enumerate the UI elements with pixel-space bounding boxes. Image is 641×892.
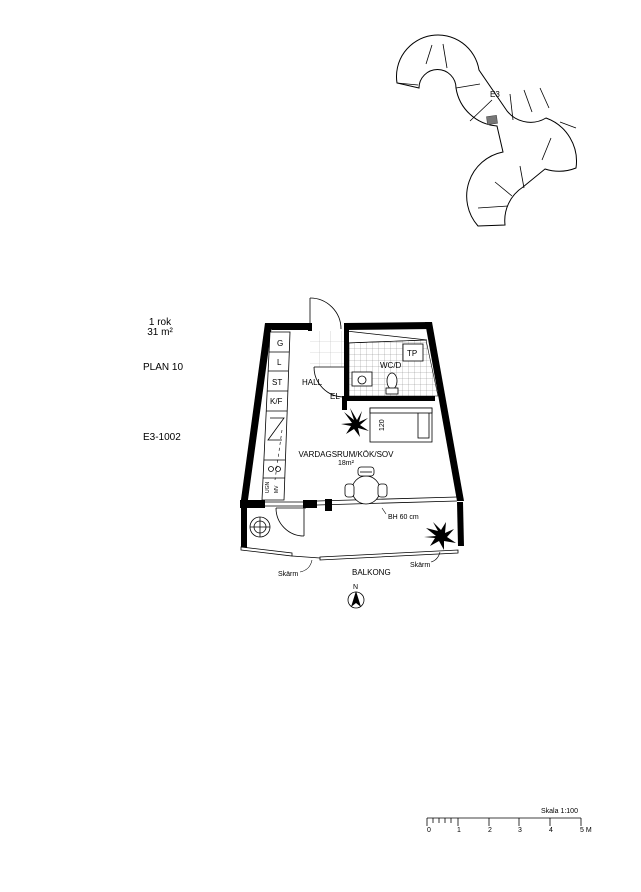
compass-north-label: N bbox=[353, 584, 358, 591]
tp-box bbox=[402, 343, 424, 362]
apartment-type: 1 rok bbox=[148, 317, 172, 328]
scale-tick-2: 2 bbox=[488, 827, 492, 834]
site-key-building-outline bbox=[396, 34, 577, 227]
interior-walls bbox=[342, 325, 435, 410]
hall-floor-tiles bbox=[310, 331, 344, 367]
scale-tick-0: 0 bbox=[427, 827, 431, 834]
room-label-balcony: BALKONG bbox=[352, 568, 391, 577]
kitchen-column bbox=[261, 331, 291, 501]
hall-door[interactable] bbox=[313, 366, 345, 398]
room-label-wc: WC/D bbox=[380, 361, 402, 370]
sill-height-label: BH 60 cm bbox=[388, 514, 419, 521]
kitchen-label-st: ST bbox=[272, 378, 282, 387]
site-key-unit-marker bbox=[486, 115, 498, 125]
scale-bar bbox=[426, 817, 582, 826]
site-key-segment-lines bbox=[396, 43, 577, 209]
screen-label-left: Skärm bbox=[278, 571, 298, 578]
room-label-living: VARDAGSRUM/KÖK/SOV bbox=[299, 450, 395, 459]
kitchen-label-l: L bbox=[277, 358, 282, 367]
room-label-el: EL bbox=[330, 392, 340, 401]
kitchen-label-mv: MV bbox=[274, 485, 280, 493]
balcony-plant-icon bbox=[424, 522, 456, 550]
balcony-table bbox=[249, 516, 271, 538]
room-label-hall: HALL bbox=[302, 378, 323, 387]
plant-icon bbox=[341, 408, 369, 437]
site-key bbox=[396, 34, 577, 227]
floor-label: PLAN 10 bbox=[143, 362, 184, 373]
kitchen-label-g: G bbox=[277, 339, 283, 348]
exterior-walls bbox=[240, 322, 464, 511]
scale-title: Skala 1:100 bbox=[541, 808, 578, 815]
screen-label-right: Skärm bbox=[410, 562, 430, 569]
kitchen-label-ugn: UGN bbox=[265, 482, 271, 494]
kitchen-label-kf: K/F bbox=[270, 397, 283, 406]
scale-tick-4: 4 bbox=[549, 827, 553, 834]
bed bbox=[369, 407, 433, 443]
wc-fixtures bbox=[351, 371, 399, 395]
scale-tick-1: 1 bbox=[457, 827, 461, 834]
scale-tick-5: 5 M bbox=[580, 827, 592, 834]
scale-tick-3: 3 bbox=[518, 827, 522, 834]
compass-icon bbox=[347, 591, 365, 609]
unit-id: E3-1002 bbox=[143, 432, 181, 443]
room-label-living-area: 18m² bbox=[338, 460, 355, 467]
site-key-unit-label: E3 bbox=[490, 90, 500, 99]
dining-table bbox=[344, 466, 388, 505]
bed-width-label: 120 bbox=[379, 419, 386, 431]
toilet bbox=[386, 372, 398, 390]
balcony bbox=[240, 502, 464, 561]
entrance-door[interactable] bbox=[309, 297, 342, 330]
apartment-area: 31 m² bbox=[147, 327, 173, 338]
tp-label: TP bbox=[407, 349, 417, 358]
dashed-line bbox=[274, 429, 283, 481]
windows bbox=[265, 326, 458, 507]
